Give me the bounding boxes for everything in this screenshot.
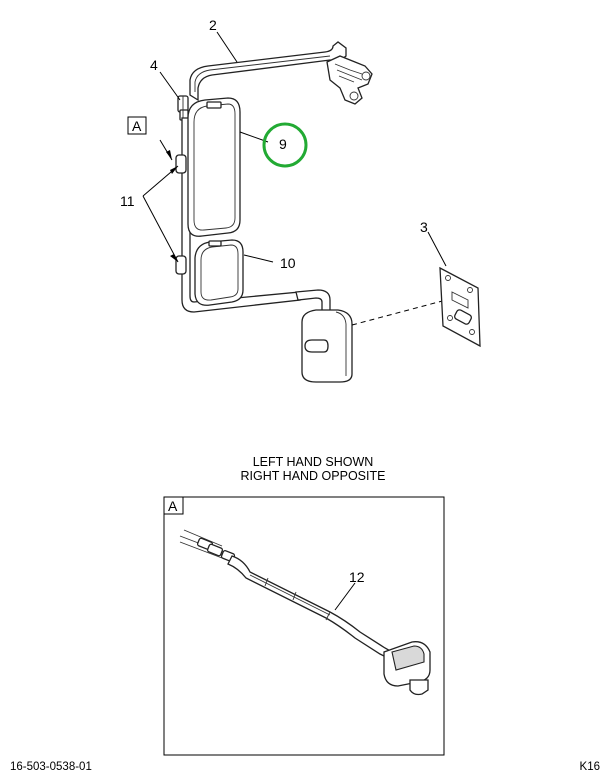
leader-line-12	[334, 582, 356, 611]
svg-text:A: A	[132, 118, 142, 134]
view-tag-main: A	[127, 116, 147, 135]
main-mirror-part-9	[187, 97, 241, 237]
callout-10: 10	[280, 255, 296, 271]
mirror-base-housing	[301, 309, 353, 383]
detail-view-box: A	[163, 496, 445, 756]
connector-part-4	[177, 95, 189, 121]
callout-12: 12	[349, 569, 365, 585]
view-tag-detail: A	[168, 498, 178, 514]
mounting-plate-part-3	[439, 266, 481, 348]
assembly-dashed-line	[351, 299, 447, 326]
highlight-ring	[262, 122, 308, 168]
part-number: 16-503-0538-01	[10, 761, 92, 773]
arm-mount-bracket	[326, 55, 373, 105]
mirror-arm-upper	[189, 41, 347, 102]
leader-lines	[142, 31, 447, 267]
caption-line-1: LEFT HAND SHOWN	[253, 455, 374, 469]
callout-9: 9	[279, 136, 287, 152]
wiring-harness-part-12	[179, 529, 431, 696]
sheet-code: K16	[580, 761, 600, 773]
callout-11: 11	[120, 193, 135, 209]
spot-mirror-part-10	[194, 239, 244, 306]
callout-3: 3	[420, 219, 428, 235]
caption-line-2: RIGHT HAND OPPOSITE	[241, 469, 386, 483]
callout-4: 4	[150, 57, 158, 73]
callout-2: 2	[209, 17, 217, 33]
mirror-mast	[175, 117, 331, 317]
